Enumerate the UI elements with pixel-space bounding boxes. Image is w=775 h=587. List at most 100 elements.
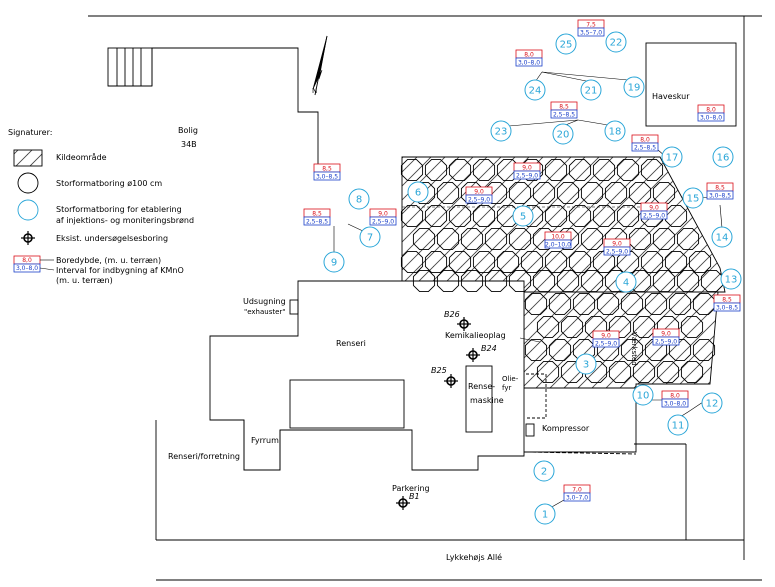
depth-tag: 7,03,0–7,0	[563, 484, 591, 502]
depth-tags: 7,53,5–7,08,03,0–8,08,52,5–8,58,03,0–8,0…	[303, 19, 741, 502]
injection-well: 7	[359, 226, 381, 248]
haveskur-label: Haveskur	[652, 92, 690, 101]
well-number: 14	[716, 233, 729, 244]
borehole: B24	[466, 344, 497, 362]
udsugning-label: Udsugning	[243, 297, 286, 306]
tag-depth: 8,0	[706, 106, 716, 113]
rensemaskine	[465, 365, 493, 433]
injection-well: 10	[632, 384, 654, 406]
legend-item-interval-unit: (m. u. terræn)	[56, 276, 113, 285]
depth-tag: 8,53,0–8,5	[313, 163, 341, 181]
injection-well: 3	[575, 353, 597, 375]
tag-depth: 9,0	[649, 204, 659, 211]
exhauster-label: "exhauster"	[244, 308, 286, 316]
tag-depth: 8,0	[524, 51, 534, 58]
well-number: 19	[628, 83, 641, 94]
kemikalieoplag-label: Kemikalieoplag	[445, 331, 506, 340]
borehole-label: B1	[409, 492, 420, 501]
injection-well: 14	[711, 226, 733, 248]
olie-label: Olie-	[502, 375, 519, 383]
depth-tag: 8,02,5–8,5	[631, 134, 659, 152]
legend-item-depth: Boredybde, (m. u. terræn)	[56, 256, 161, 265]
road-label: Lykkehøjs Allé	[446, 552, 502, 562]
tag-interval: 3,0–8,5	[709, 192, 731, 199]
well-number: 18	[609, 127, 622, 138]
injection-well: 5	[512, 205, 534, 227]
legend-item-borehole: Eksist. undersøgelsesboring	[56, 234, 168, 243]
well-number: 6	[415, 188, 421, 199]
injection-well: 16	[712, 146, 734, 168]
tag-interval: 3,0–8,5	[316, 173, 338, 180]
depth-tag: 7,53,5–7,0	[577, 19, 605, 37]
north-arrow: N	[312, 35, 328, 96]
legend-item-kildeomraade: Kildeområde	[56, 152, 107, 162]
tag-interval: 2,0–10,0	[545, 241, 571, 248]
tag-depth: 8,5	[312, 210, 322, 217]
borehole-label: B25	[431, 366, 447, 375]
injection-well: 23	[490, 120, 512, 142]
tag-depth: 8,5	[322, 165, 332, 172]
depth-tag: 8,03,0–8,0	[697, 104, 725, 122]
tag-interval: 3,0–8,5	[716, 304, 738, 311]
depth-tag: 9,02,5–9,0	[592, 330, 620, 348]
tag-interval: 3,0–8,0	[518, 59, 540, 66]
injection-well: 24	[524, 79, 546, 101]
injection-well: 1	[534, 503, 556, 525]
tag-depth: 9,0	[661, 330, 671, 337]
legend-item-storformat: Storformatboring ø100 cm	[56, 179, 162, 188]
parkering-label: Parkering	[392, 484, 430, 493]
fyr-label: fyr	[502, 384, 511, 392]
injection-well: 15	[682, 187, 704, 209]
depth-tag: 8,03,0–8,0	[661, 390, 689, 408]
tag-interval: 2,5–9,0	[606, 248, 628, 255]
tag-interval: 2,5–9,0	[516, 172, 538, 179]
injection-well: 8	[348, 188, 370, 210]
property-lines	[88, 15, 762, 581]
legend-borehole-symbol	[21, 231, 35, 245]
tag-interval: 2,5–9,0	[595, 340, 617, 347]
injection-well: 11	[667, 414, 689, 436]
well-number: 20	[557, 130, 570, 141]
depth-tag: 9,02,5–9,0	[465, 186, 493, 204]
tag-depth: 7,0	[572, 486, 582, 493]
depth-tag: 10,02,0–10,0	[544, 231, 572, 249]
well-number: 5	[520, 212, 526, 223]
well-number: 2	[541, 467, 547, 478]
injection-well: 2	[533, 460, 555, 482]
well-number: 13	[725, 275, 738, 286]
renseri-label: Renseri	[336, 339, 366, 348]
well-number: 9	[331, 258, 337, 269]
well-number: 25	[560, 40, 573, 51]
well-number: 24	[529, 86, 542, 97]
depth-tag: 9,02,5–9,0	[369, 208, 397, 226]
well-number: 12	[706, 399, 719, 410]
tag-depth: 9,0	[378, 210, 388, 217]
tag-interval: 2,5–9,0	[468, 196, 490, 203]
borehole: B25	[431, 366, 458, 388]
injection-well: 17	[661, 146, 683, 168]
tag-depth: 8,5	[559, 103, 569, 110]
tag-depth: 8,5	[715, 184, 725, 191]
fyrrum-label: Fyrrum	[251, 436, 279, 445]
borehole: B1	[396, 492, 420, 510]
tag-interval: 2,5–9,0	[655, 338, 677, 345]
injection-well: 12	[701, 392, 723, 414]
depth-tag: 9,02,5–9,0	[513, 162, 541, 180]
haveskur	[645, 42, 737, 127]
north-label: N	[312, 87, 317, 95]
wells: 1234567891011121314151617181920212223242…	[323, 31, 742, 525]
tag-interval: 2,5–8,5	[553, 111, 575, 118]
bolig-outline	[151, 47, 319, 175]
injection-well: 4	[615, 271, 637, 293]
legend-title: Signaturer:	[8, 128, 52, 137]
well-number: 16	[717, 153, 730, 164]
kompressor-label: Kompressor	[542, 424, 590, 433]
tag-interval: 3,0–8,0	[700, 114, 722, 121]
buildings	[209, 280, 637, 471]
injection-well: 9	[323, 251, 345, 273]
well-number: 21	[585, 86, 598, 97]
well-number: 4	[623, 278, 629, 289]
well-number: 3	[583, 360, 589, 371]
tag-interval: 3,5–7,0	[580, 29, 602, 36]
